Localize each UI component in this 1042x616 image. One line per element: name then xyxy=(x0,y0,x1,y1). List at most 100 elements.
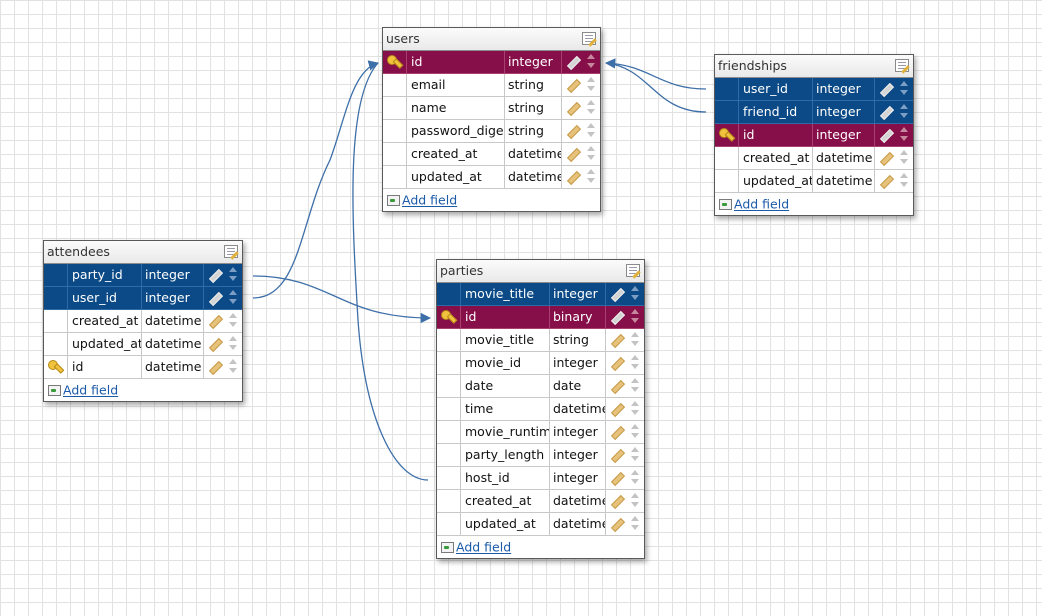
field-row[interactable]: party_length integer xyxy=(437,444,644,467)
order-arrows-icon[interactable] xyxy=(897,147,913,169)
field-row[interactable]: name string xyxy=(383,97,600,120)
order-arrows-icon[interactable] xyxy=(628,375,644,397)
field-row[interactable]: password_digest string xyxy=(383,120,600,143)
field-row[interactable]: created_at datetime xyxy=(383,143,600,166)
field-row[interactable]: id binary xyxy=(437,306,644,329)
pencil-icon[interactable] xyxy=(606,490,628,512)
order-arrows-icon[interactable] xyxy=(226,333,242,355)
pencil-icon[interactable] xyxy=(204,310,226,332)
order-arrows-icon[interactable] xyxy=(628,467,644,489)
field-row[interactable]: movie_runtime integer xyxy=(437,421,644,444)
pencil-icon[interactable] xyxy=(204,264,226,286)
order-arrows-icon[interactable] xyxy=(226,356,242,378)
pencil-icon[interactable] xyxy=(875,78,897,100)
order-arrows-icon[interactable] xyxy=(897,170,913,192)
order-arrows-icon[interactable] xyxy=(628,352,644,374)
pencil-icon[interactable] xyxy=(606,513,628,535)
edit-table-icon[interactable] xyxy=(224,245,238,258)
pencil-icon[interactable] xyxy=(875,147,897,169)
pencil-icon[interactable] xyxy=(204,333,226,355)
add-field-icon[interactable] xyxy=(441,542,454,553)
order-arrows-icon[interactable] xyxy=(584,51,600,73)
add-field-link[interactable]: Add field xyxy=(456,539,512,555)
table-users[interactable]: users id integer email string name strin… xyxy=(382,27,601,212)
pencil-icon[interactable] xyxy=(562,51,584,73)
pencil-icon[interactable] xyxy=(204,356,226,378)
order-arrows-icon[interactable] xyxy=(628,283,644,305)
order-arrows-icon[interactable] xyxy=(584,143,600,165)
pencil-icon[interactable] xyxy=(562,166,584,188)
order-arrows-icon[interactable] xyxy=(628,444,644,466)
field-row[interactable]: id datetime xyxy=(44,356,242,379)
field-row[interactable]: email string xyxy=(383,74,600,97)
field-row[interactable]: time datetime xyxy=(437,398,644,421)
order-arrows-icon[interactable] xyxy=(584,97,600,119)
pencil-icon[interactable] xyxy=(875,170,897,192)
order-arrows-icon[interactable] xyxy=(584,74,600,96)
pencil-icon[interactable] xyxy=(606,352,628,374)
pencil-icon[interactable] xyxy=(875,124,897,146)
field-row[interactable]: created_at datetime xyxy=(437,490,644,513)
table-header[interactable]: attendees xyxy=(44,241,242,264)
field-row[interactable]: updated_at datetime xyxy=(383,166,600,189)
add-field-link[interactable]: Add field xyxy=(402,192,458,208)
add-field-icon[interactable] xyxy=(387,195,400,206)
order-arrows-icon[interactable] xyxy=(226,287,242,309)
order-arrows-icon[interactable] xyxy=(226,264,242,286)
pencil-icon[interactable] xyxy=(606,375,628,397)
order-arrows-icon[interactable] xyxy=(897,124,913,146)
pencil-icon[interactable] xyxy=(606,467,628,489)
table-header[interactable]: parties xyxy=(437,260,644,283)
field-row[interactable]: created_at datetime xyxy=(715,147,913,170)
order-arrows-icon[interactable] xyxy=(628,490,644,512)
field-row[interactable]: party_id integer xyxy=(44,264,242,287)
edit-table-icon[interactable] xyxy=(895,59,909,72)
field-row[interactable]: friend_id integer xyxy=(715,101,913,124)
field-row[interactable]: host_id integer xyxy=(437,467,644,490)
pencil-icon[interactable] xyxy=(562,97,584,119)
field-row[interactable]: movie_id integer xyxy=(437,352,644,375)
order-arrows-icon[interactable] xyxy=(628,306,644,328)
order-arrows-icon[interactable] xyxy=(584,166,600,188)
pencil-icon[interactable] xyxy=(562,120,584,142)
field-row[interactable]: id integer xyxy=(383,51,600,74)
field-row[interactable]: movie_title string xyxy=(437,329,644,352)
field-row[interactable]: user_id integer xyxy=(715,78,913,101)
field-row[interactable]: updated_at datetime xyxy=(437,513,644,536)
field-row[interactable]: updated_at datetime xyxy=(715,170,913,193)
pencil-icon[interactable] xyxy=(562,143,584,165)
edit-table-icon[interactable] xyxy=(626,264,640,277)
table-attendees[interactable]: attendees party_id integer user_id integ… xyxy=(43,240,243,402)
order-arrows-icon[interactable] xyxy=(897,78,913,100)
table-header[interactable]: friendships xyxy=(715,55,913,78)
order-arrows-icon[interactable] xyxy=(628,329,644,351)
pencil-icon[interactable] xyxy=(606,306,628,328)
pencil-icon[interactable] xyxy=(606,283,628,305)
field-row[interactable]: updated_at datetime xyxy=(44,333,242,356)
pencil-icon[interactable] xyxy=(562,74,584,96)
order-arrows-icon[interactable] xyxy=(226,310,242,332)
add-field-icon[interactable] xyxy=(719,199,732,210)
add-field-link[interactable]: Add field xyxy=(734,196,790,212)
table-parties[interactable]: parties movie_title integer id binary mo… xyxy=(436,259,645,559)
table-friendships[interactable]: friendships user_id integer friend_id in… xyxy=(714,54,914,216)
pencil-icon[interactable] xyxy=(606,444,628,466)
order-arrows-icon[interactable] xyxy=(584,120,600,142)
field-row[interactable]: created_at datetime xyxy=(44,310,242,333)
add-field-link[interactable]: Add field xyxy=(63,382,119,398)
table-header[interactable]: users xyxy=(383,28,600,51)
pencil-icon[interactable] xyxy=(204,287,226,309)
field-row[interactable]: user_id integer xyxy=(44,287,242,310)
add-field-icon[interactable] xyxy=(48,385,61,396)
edit-table-icon[interactable] xyxy=(582,32,596,45)
pencil-icon[interactable] xyxy=(606,421,628,443)
order-arrows-icon[interactable] xyxy=(628,398,644,420)
pencil-icon[interactable] xyxy=(606,329,628,351)
order-arrows-icon[interactable] xyxy=(897,101,913,123)
order-arrows-icon[interactable] xyxy=(628,513,644,535)
pencil-icon[interactable] xyxy=(606,398,628,420)
pencil-icon[interactable] xyxy=(875,101,897,123)
field-row[interactable]: date date xyxy=(437,375,644,398)
order-arrows-icon[interactable] xyxy=(628,421,644,443)
field-row[interactable]: id integer xyxy=(715,124,913,147)
